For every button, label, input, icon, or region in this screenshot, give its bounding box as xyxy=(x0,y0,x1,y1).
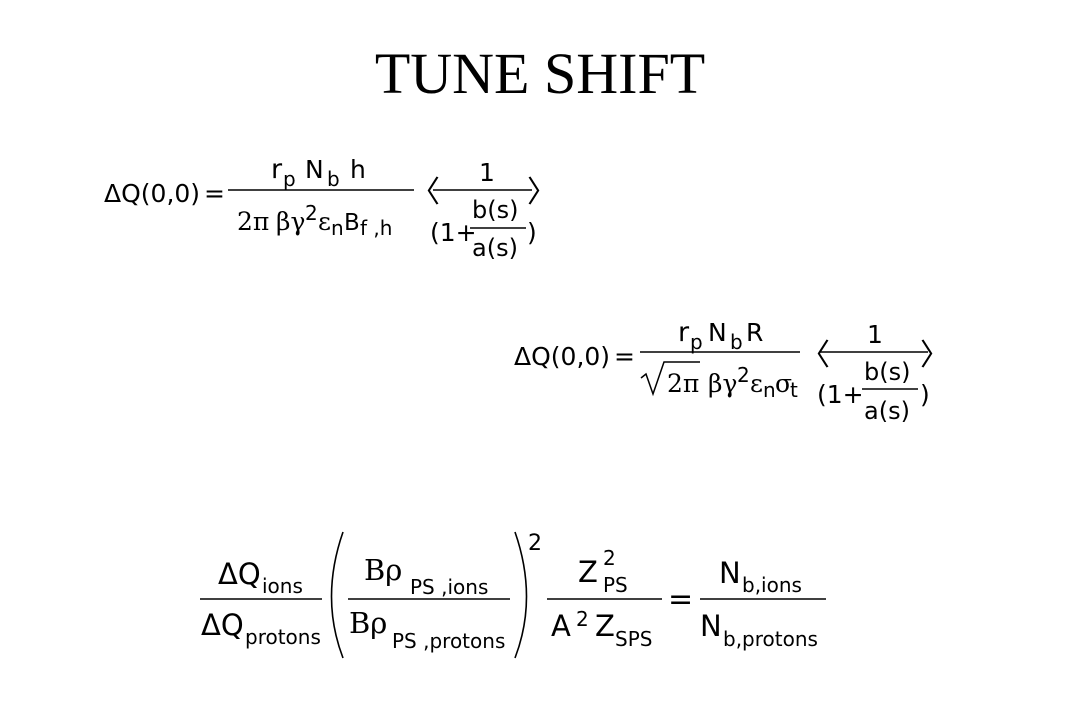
eq1-num-h: h xyxy=(350,155,366,184)
eq3-A: A xyxy=(551,609,571,643)
eq1-den-2pi: 2π xyxy=(237,207,269,236)
eq3-dq-ions-sub: ions xyxy=(262,574,303,598)
eq1-inner-open: (1+ xyxy=(430,218,477,247)
eq2-den-square: 2 xyxy=(737,363,750,387)
eq1-num-r: r xyxy=(271,154,283,185)
eq1-den-B-sub: f ,h xyxy=(360,216,392,240)
eq3-N-bottom: N xyxy=(700,609,722,643)
eq1-num-r-sub: p xyxy=(283,167,296,191)
eq3-power: 2 xyxy=(528,531,542,556)
eq2-den-epsilon: ε xyxy=(750,369,763,398)
eq2-inner-one: 1 xyxy=(867,320,883,349)
eq1-equals: = xyxy=(204,179,225,208)
eq1-angle-left: 〈 xyxy=(410,175,440,210)
eq3-paren-left xyxy=(330,531,344,659)
eq2-num-N-sub: b xyxy=(730,330,743,354)
eq3-Z2: Z xyxy=(595,609,615,643)
eq3-dq-protons: ΔQ xyxy=(201,608,244,642)
eq3-N-bottom-sub: b,protons xyxy=(723,627,818,651)
eq2-inner-open: (1+ xyxy=(817,380,864,409)
eq3-dq-protons-sub: protons xyxy=(245,625,321,649)
eq1-num-N-sub: b xyxy=(327,167,340,191)
eq3-equals: = xyxy=(668,582,693,617)
eq1-den-epsilon: ε xyxy=(318,207,331,236)
eq3-Z-sub-sps: SPS xyxy=(615,627,652,651)
eq3-brho-top-sub: PS ,ions xyxy=(410,575,488,599)
eq1-num-N: N xyxy=(305,155,324,184)
eq2-inner-a: a(s) xyxy=(864,397,910,425)
eq1-den-square: 2 xyxy=(305,201,318,225)
eq3-A-sup: 2 xyxy=(576,607,589,631)
eq3-paren-right xyxy=(514,531,528,659)
eq2-sqrt-sign xyxy=(640,361,700,397)
eq2-den-sigma-sub: t xyxy=(790,378,798,402)
eq1-inner-close: ) xyxy=(527,218,537,247)
eq1-inner-a: a(s) xyxy=(472,234,518,262)
eq3-brho-bottom-sub: PS ,protons xyxy=(392,629,505,653)
eq1-den-B: B xyxy=(344,210,360,236)
eq1-lhs: ΔQ(0,0) xyxy=(104,179,200,208)
eq2-inner-close: ) xyxy=(920,380,930,409)
eq3-N-top-sub: b,ions xyxy=(742,573,802,597)
eq2-num-r: r xyxy=(678,317,690,348)
eq1-angle-right: 〉 xyxy=(527,175,557,210)
eq1-den-epsilon-sub: n xyxy=(331,216,344,240)
eq2-num-R: R xyxy=(746,318,763,347)
eq1-inner-one: 1 xyxy=(479,158,495,187)
eq3-brho-bottom: Bρ xyxy=(349,606,387,640)
slide-title: TUNE SHIFT xyxy=(374,41,706,106)
eq2-lhs: ΔQ(0,0) xyxy=(514,342,610,371)
eq3-Z-sub-ps: PS xyxy=(603,573,628,597)
eq2-angle-right: 〉 xyxy=(920,338,950,373)
eq2-den-2pi: 2π xyxy=(667,369,699,398)
eq2-angle-left: 〈 xyxy=(800,338,830,373)
eq2-inner-b: b(s) xyxy=(864,358,910,386)
eq2-den-epsilon-sub: n xyxy=(763,378,776,402)
eq2-equals: = xyxy=(614,342,635,371)
eq2-den-beta-gamma: βγ xyxy=(708,369,737,398)
eq2-num-N: N xyxy=(708,318,727,347)
eq1-inner-b: b(s) xyxy=(472,196,518,224)
eq3-N-top: N xyxy=(719,556,741,590)
eq3-dq-ions: ΔQ xyxy=(218,557,261,591)
eq3-Z: Z xyxy=(578,555,598,589)
eq1-den-beta-gamma: βγ xyxy=(276,207,305,236)
eq3-Z-sup: 2 xyxy=(603,546,616,570)
eq2-num-r-sub: p xyxy=(690,330,703,354)
eq2-den-sigma: σ xyxy=(775,369,792,398)
eq3-brho-top: Bρ xyxy=(364,553,402,587)
